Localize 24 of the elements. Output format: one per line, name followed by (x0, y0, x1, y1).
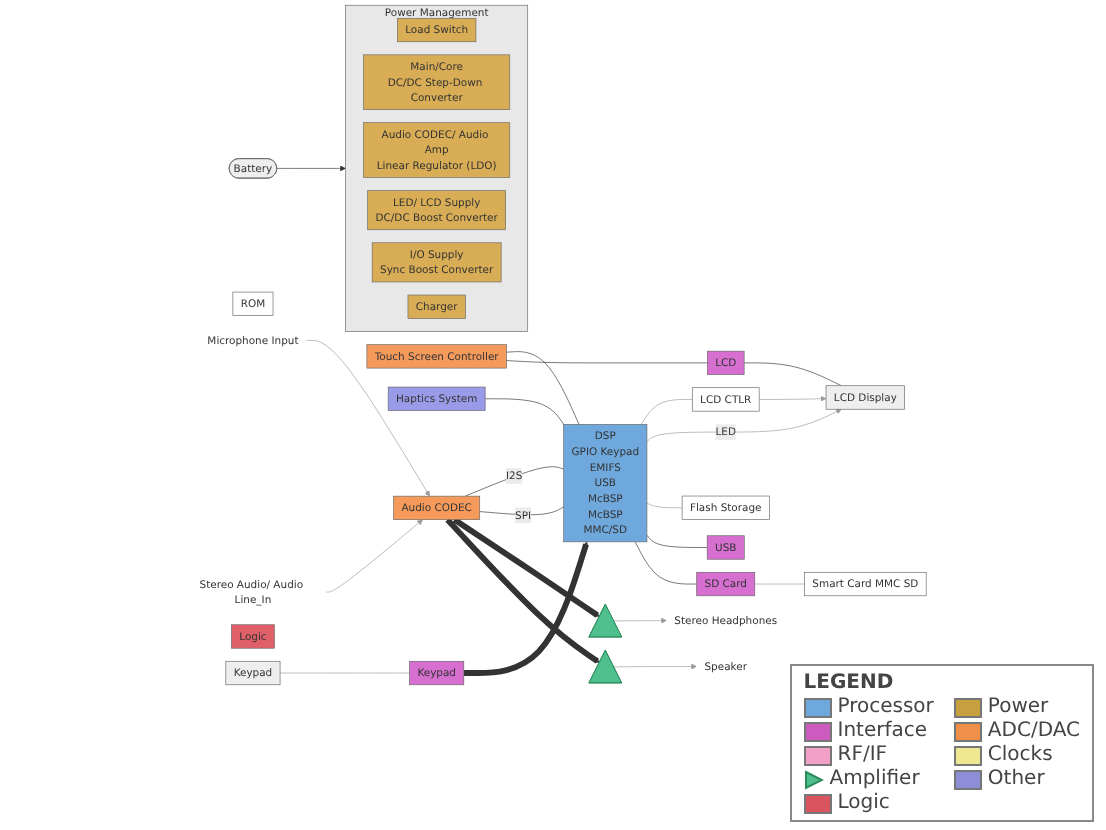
arrow (463, 541, 589, 676)
legend-label: Other (987, 768, 1045, 790)
connector (754, 583, 805, 585)
legend-title: LEGEND (803, 672, 896, 694)
legend-label: ADC/DAC (987, 720, 1080, 742)
connector (634, 541, 697, 585)
connector (743, 362, 842, 387)
legend-label: Amplifier (829, 768, 920, 790)
connector (464, 466, 564, 497)
connector (646, 502, 683, 509)
connector (506, 360, 708, 364)
connector (484, 398, 565, 425)
arrow (452, 517, 600, 618)
legend-label: Processor (837, 696, 934, 718)
legend-label: Interface (837, 720, 928, 742)
legend-label: Logic (837, 792, 890, 814)
connector (506, 351, 580, 425)
connector (279, 672, 410, 674)
legend-label: Power (987, 696, 1049, 718)
legend-label: Clocks (987, 744, 1053, 766)
connector (641, 399, 693, 425)
legend-label: RF/IF (837, 744, 888, 766)
arrow (445, 517, 600, 664)
connector (646, 534, 708, 548)
